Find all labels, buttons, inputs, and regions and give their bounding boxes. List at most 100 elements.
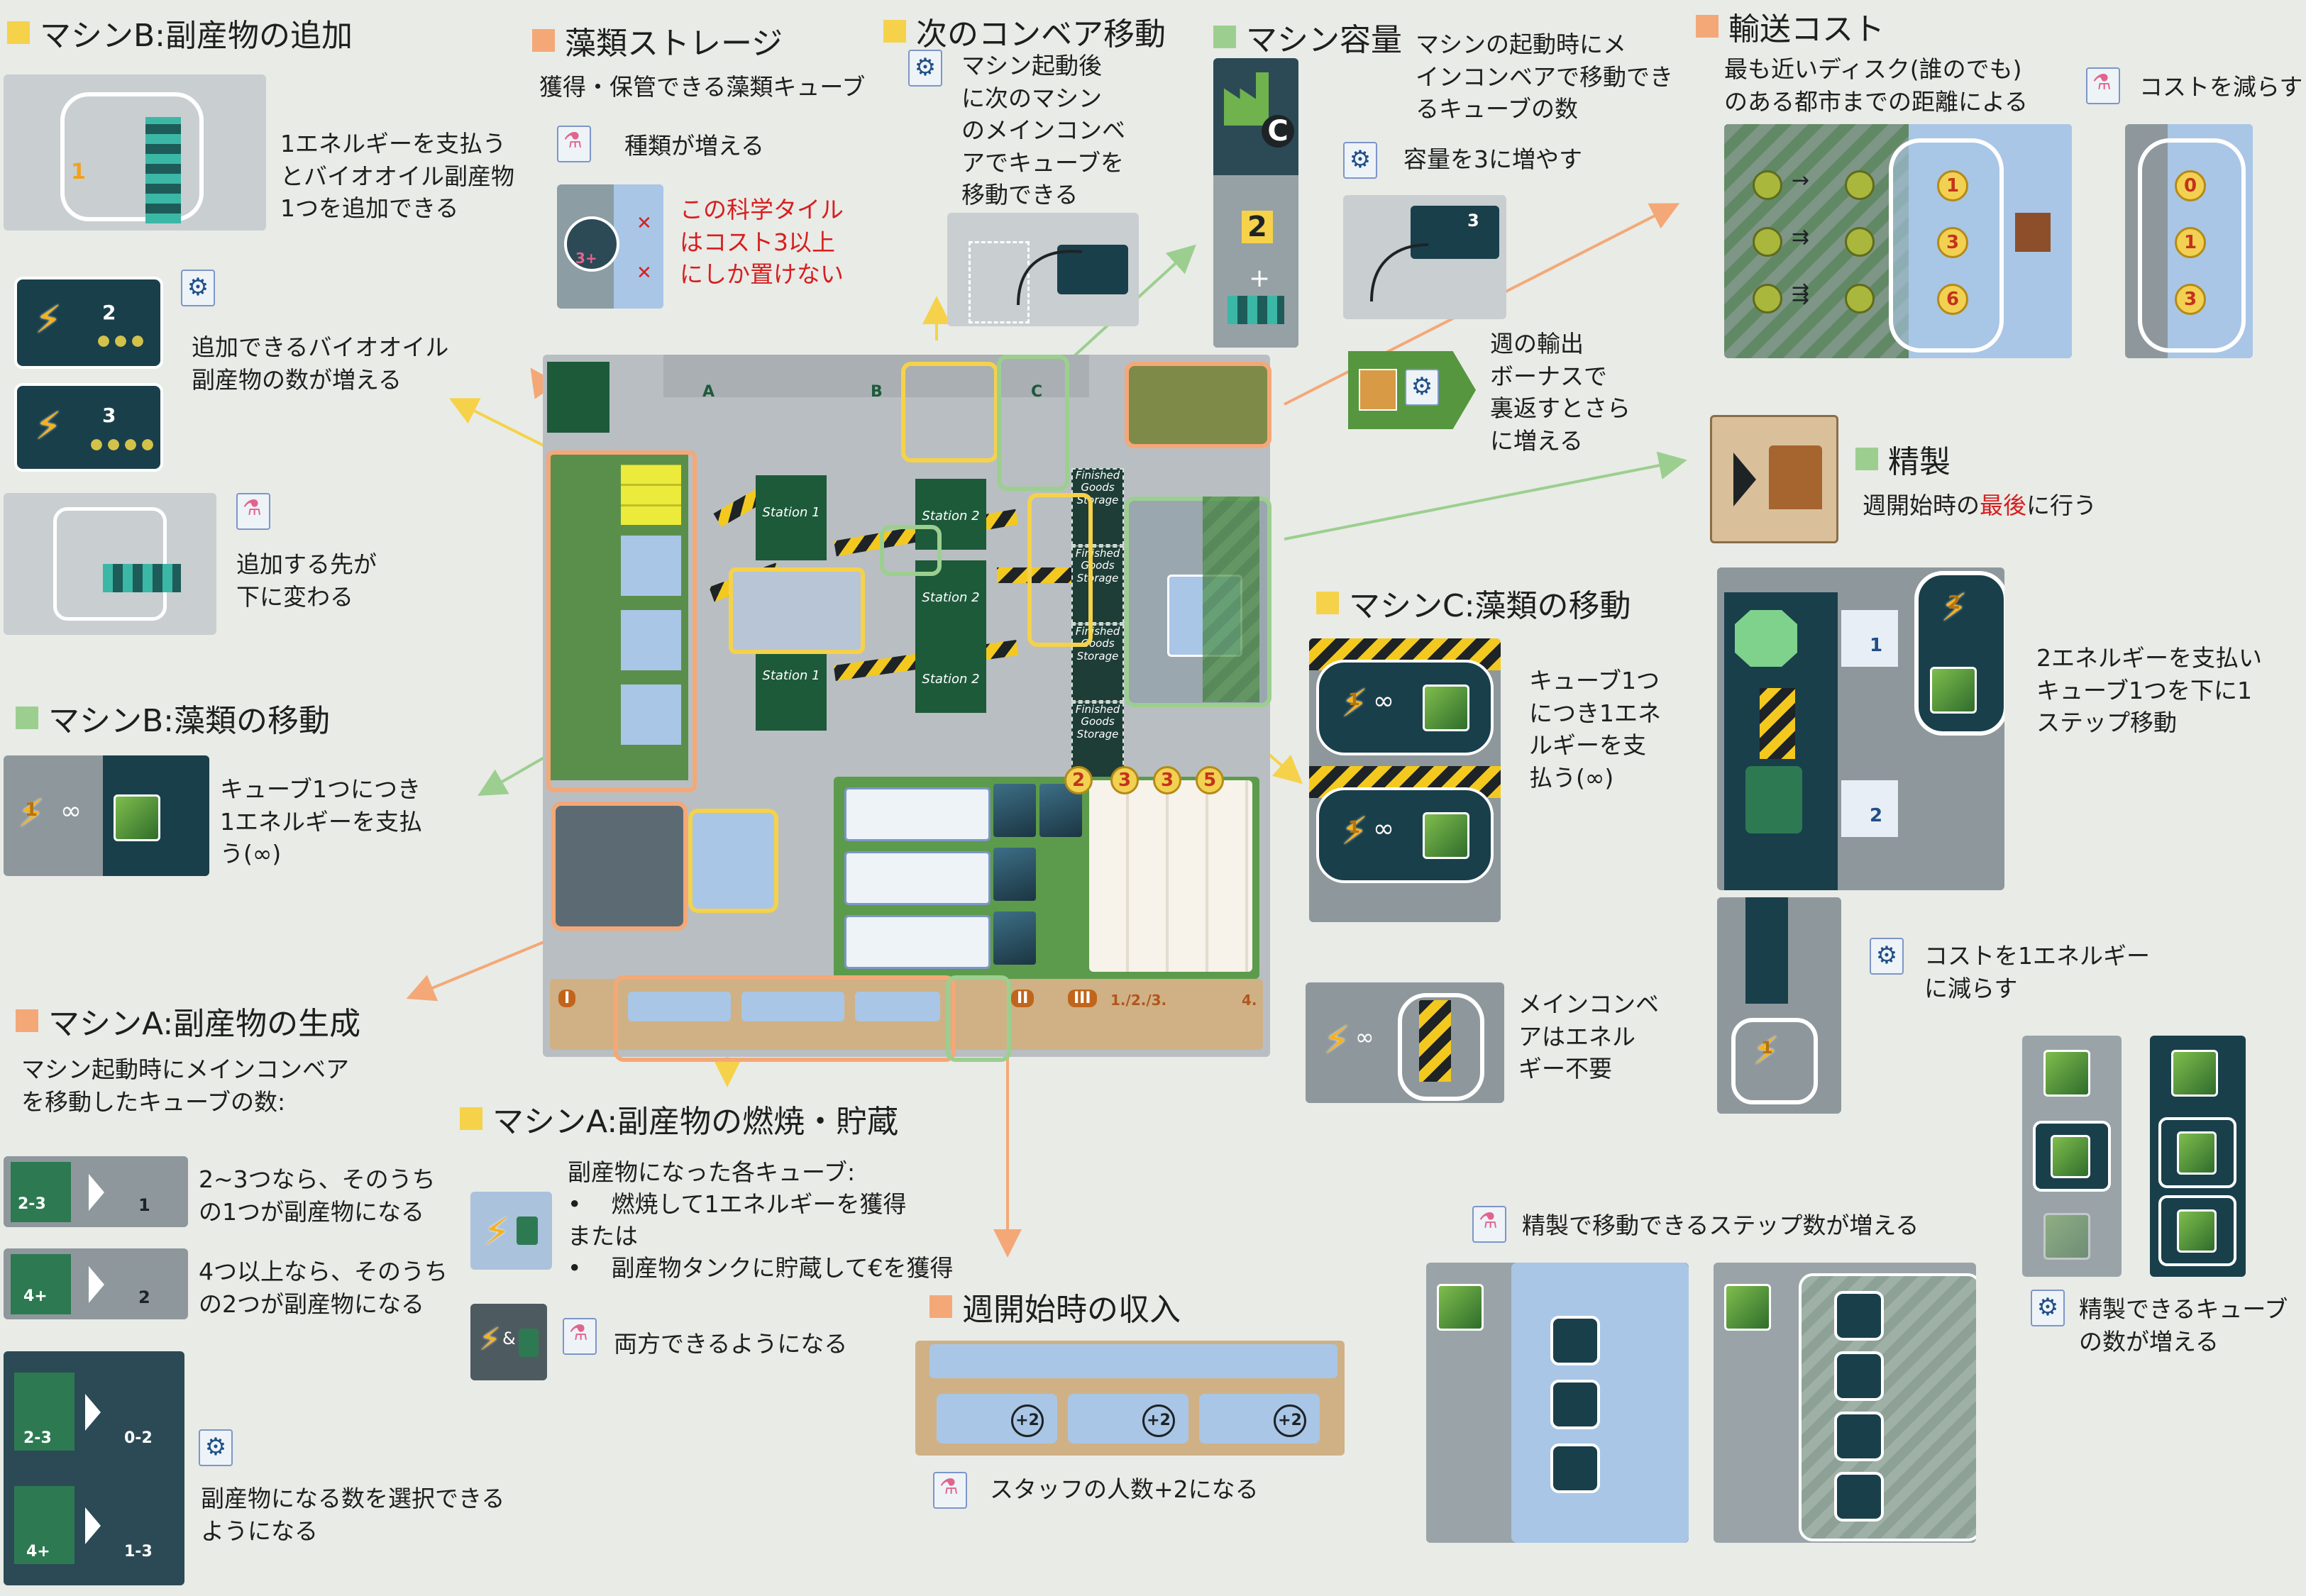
capacity-tile-letter: C <box>1262 115 1294 148</box>
station-1-top: Station 1 <box>756 475 827 560</box>
gear-icon: ⚙ <box>2031 1290 2065 1326</box>
machine-c-main-conveyor-image: ⚡ ∞ <box>1306 982 1504 1103</box>
capacity-value: 2 <box>1242 211 1273 243</box>
transport-dot-4 <box>1845 170 1875 200</box>
algae-cube-icon <box>1423 812 1469 859</box>
machine-capacity-heading: マシン容量 <box>1213 14 1402 60</box>
plus-icon: + <box>1249 264 1271 293</box>
machine-capacity-tile: C 2 + <box>1213 58 1298 348</box>
station-2-bottom: Station 2 <box>915 642 986 713</box>
algae-cube-icon <box>1423 685 1469 731</box>
track-label-ii: II <box>1011 990 1035 1007</box>
finished-goods-storage-2: Finished Goods Storage <box>1071 546 1124 624</box>
machine-a-burn-bullet-1-text: 燃焼して1エネルギーを獲得 <box>611 1190 907 1218</box>
transport-reduced-disc-1: 0 <box>2175 170 2206 201</box>
transport-cost-disc-1: 1 <box>1937 170 1968 201</box>
capacity-highlight <box>997 355 1069 491</box>
algae-cube-icon <box>2177 1131 2217 1175</box>
gear-icon: ⚙ <box>1870 938 1904 975</box>
machine-a-gen-select-tile: 2-3 0-2 4+ 1-3 <box>4 1351 184 1585</box>
machine-a-burn-or: または <box>568 1222 638 1250</box>
energy-icon: ⚡ <box>18 791 45 836</box>
algae-storage-science-ring <box>564 216 619 272</box>
algae-cube-icon <box>2043 1213 2090 1260</box>
science-icon <box>1472 1206 1506 1243</box>
transport-city-icon <box>2015 213 2051 252</box>
refining-chevron-icon <box>1733 453 1756 506</box>
staff-row-2 <box>844 851 991 905</box>
energy-icon: ⚡ <box>1941 585 1968 630</box>
machine-c-image: ⚡ 1 ∞ ⚡ 1 ∞ <box>1309 638 1501 922</box>
tank-icon <box>519 1329 539 1357</box>
transport-reduced-image: 0 1 3 <box>2125 124 2253 358</box>
machine-b-science-conveyor <box>103 564 181 592</box>
refining-window <box>1841 610 1898 667</box>
science-icon <box>563 1318 597 1355</box>
energy-icon: ⚡ <box>479 1321 501 1358</box>
board-biooil-tank <box>547 362 609 433</box>
machine-capacity-upgrade-image: 3 <box>1343 195 1506 319</box>
byproduct-upgrade-note: 追加できるバイオオイル 副産物の数が増える <box>192 333 449 394</box>
transport-cost-disc-3: 6 <box>1937 284 1968 315</box>
weekly-income-science-note: スタッフの人数+2になる <box>990 1475 1259 1503</box>
refining-reduced-image: ⚡ 1 <box>1717 897 1841 1114</box>
next-conveyor-heading: 次のコンベア移動 <box>883 9 1166 54</box>
transport-reduced-disc-3: 3 <box>2175 284 2206 315</box>
science-icon <box>557 126 591 162</box>
board-stripe-area <box>1203 497 1259 702</box>
income-track-highlight <box>614 975 956 1062</box>
storage-slot-2 <box>621 610 681 670</box>
machine-c-title: マシンC:藻類の移動 <box>1349 588 1631 624</box>
refining-energy-note: 2エネルギーを支払い キューブ1つを下に1 ステップ移動 <box>2036 644 2262 737</box>
arrow-1-icon: → <box>1792 168 1810 193</box>
algae-storage-highlight <box>546 450 697 792</box>
capacity-chevron-strip <box>1228 296 1284 324</box>
gen-label-4-plus: 4+ <box>23 1287 48 1305</box>
algae-cube-icon <box>1437 1284 1484 1331</box>
refining-step-3 <box>1550 1443 1600 1493</box>
science-icon <box>236 493 270 530</box>
refining-desc-highlight: 最後 <box>1980 492 2026 519</box>
machine-b-frame <box>60 92 204 221</box>
machine-b-tile <box>729 567 865 654</box>
machine-b-algae-image: ⚡ 1 ∞ <box>4 755 209 876</box>
algae-storage-red-note: この科学タイル はコスト3以上 にしか置けない <box>680 196 844 289</box>
machine-c-heading: マシンC:藻類の移動 <box>1316 580 1631 626</box>
transport-dot-5 <box>1845 227 1875 257</box>
capacity-upgrade-number: 3 <box>1467 211 1479 231</box>
gear-icon: ⚙ <box>181 270 215 306</box>
energy-icon: ⚡ <box>1341 681 1368 726</box>
transport-cost-desc: 最も近いディスク(誰のでも) のある都市までの距離による <box>1724 55 2029 116</box>
refining-board-image: 1 2 ⚡ 2 <box>1717 567 2004 890</box>
algae-cube-icon <box>2043 1050 2090 1097</box>
machine-a-burn-science-note: 両方できるようになる <box>614 1330 848 1358</box>
infinity-icon: ∞ <box>1373 687 1394 716</box>
refining-steps-image-1 <box>1426 1263 1689 1543</box>
energy-icon: ⚡ <box>1341 809 1368 853</box>
income-slot-3 <box>855 992 940 1021</box>
machine-a-burn-bullet-1: • 燃焼して1エネルギーを獲得 <box>568 1190 907 1218</box>
biooil-drop-icon <box>95 331 145 352</box>
science-icon <box>933 1472 967 1509</box>
machine-b-algae-desc: キューブ1つにつき 1エネルギーを支払 う(∞) <box>220 775 422 868</box>
machine-a-gen-gear-note: 副産物になる数を選択できる ようになる <box>201 1485 505 1545</box>
player-board: A B C Station 1 Station 2 Station 2 Stat… <box>543 355 1271 1062</box>
machine-b-byproduct-image: 1 <box>4 74 266 231</box>
staff-row-1 <box>844 787 991 841</box>
machine-a-gen-rule-2: 4つ以上なら、そのうち の2つが副産物になる <box>199 1258 448 1318</box>
byproduct-upgrade-tile-1: ⚡ 2 <box>14 277 163 369</box>
finished-goods-storage-4: Finished Goods Storage <box>1071 702 1124 780</box>
machine-a-gen-rule-1: 2~3つなら、そのうち の1つが副産物になる <box>199 1165 436 1226</box>
cross-icon: ✕ <box>636 262 652 284</box>
next-conveyor-title: 次のコンベア移動 <box>916 16 1166 52</box>
refining-desc-before: 週開始時の <box>1863 492 1980 519</box>
algae-cube-icon <box>2177 1209 2217 1253</box>
generator-icon <box>11 1162 71 1222</box>
transport-reduced-frame <box>2138 138 2246 353</box>
biooil-drop-icon <box>88 434 156 455</box>
generator-icon <box>14 1486 75 1564</box>
curved-arrow-icon <box>1370 243 1429 302</box>
machine-capacity-title: マシン容量 <box>1246 22 1402 58</box>
machine-b-byproduct-title: マシンB:副産物の追加 <box>40 18 353 54</box>
machine-letter-a: A <box>702 383 715 401</box>
